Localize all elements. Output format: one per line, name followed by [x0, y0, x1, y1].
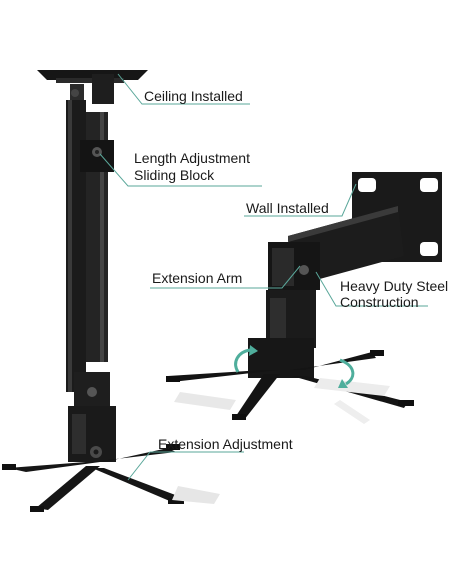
- label-sliding-block: Sliding Block: [134, 167, 215, 183]
- leader-heavy: [315, 271, 428, 307]
- label-ceiling-installed: Ceiling Installed: [144, 88, 243, 104]
- leader-length: [99, 153, 262, 187]
- leader-ceiling: [117, 73, 250, 105]
- wall-mount-drawing: [166, 172, 442, 424]
- leader-lines: [99, 73, 428, 481]
- leader-extension: [127, 451, 244, 481]
- label-construction: Construction: [340, 294, 419, 310]
- leader-wall: [244, 183, 357, 217]
- rotation-arrow-icon: [234, 345, 355, 388]
- label-extension-adjustment: Extension Adjustment: [158, 436, 293, 452]
- label-heavy-duty-steel: Heavy Duty Steel: [340, 278, 449, 294]
- ceiling-mount-drawing: [2, 70, 220, 512]
- label-wall-installed: Wall Installed: [246, 200, 329, 216]
- label-extension-arm: Extension Arm: [152, 270, 243, 286]
- leader-arm: [150, 265, 301, 289]
- label-length-adjustment: Length Adjustment: [134, 150, 250, 166]
